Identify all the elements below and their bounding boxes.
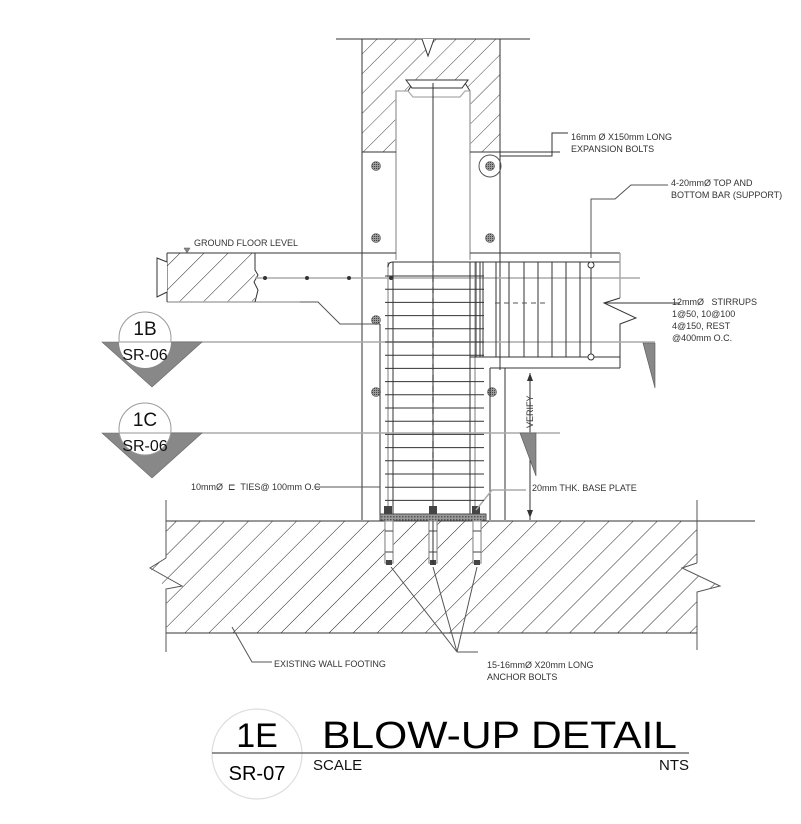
- top-bottom-bar-label-1: 4-20mmØ TOP AND: [671, 178, 753, 188]
- verify-label: VERIFY: [525, 395, 535, 428]
- anchor-bolts-label-2: ANCHOR BOLTS: [487, 672, 557, 682]
- ground-floor-level-label: GROUND FLOOR LEVEL: [194, 238, 298, 248]
- stirrups-label-1: 12mmØ STIRRUPS: [672, 297, 757, 307]
- drawing-title: BLOW-UP DETAIL: [322, 715, 677, 757]
- scale-value: NTS: [659, 757, 689, 774]
- column-ties: [387, 261, 476, 515]
- section-1c-sheet: SR-06: [122, 438, 167, 455]
- verify-marker: [519, 432, 537, 477]
- anchor-bolts-label-1: 15-16mmØ X20mm LONG: [487, 660, 594, 670]
- expansion-bolts-label-1: 16mm Ø X150mm LONG: [571, 132, 672, 142]
- title-block: 1E SR-07 BLOW-UP DETAIL SCALE NTS: [211, 708, 689, 800]
- detail-tag-number: 1E: [236, 717, 278, 755]
- ties-label: 10mmØ ⊏ TIES@ 100mm O.C: [191, 482, 321, 492]
- section-1b-sheet: SR-06: [122, 347, 167, 364]
- stirrups-label-4: @400mm O.C.: [672, 333, 732, 343]
- expansion-bolts-label-2: EXPANSION BOLTS: [571, 144, 654, 154]
- section-marker-1c[interactable]: 1C SR-06: [101, 402, 203, 479]
- ground-floor-slab: [156, 247, 640, 520]
- stirrups-label-3: 4@150, REST: [672, 321, 731, 331]
- section-1b-number: 1B: [133, 319, 156, 340]
- wall-footing-label: EXISTING WALL FOOTING: [274, 659, 386, 669]
- top-bottom-bar-label-2: BOTTOM BAR (SUPPORT): [671, 190, 782, 200]
- existing-wall-footing: [149, 500, 755, 652]
- section-1c-number: 1C: [133, 410, 157, 431]
- section-marker-1b[interactable]: 1B SR-06: [101, 311, 203, 388]
- steel-column: [361, 83, 620, 520]
- leader-lines: [231, 132, 668, 663]
- detail-tag-circle: [211, 708, 303, 800]
- detail-tag-sheet: SR-07: [229, 763, 286, 785]
- upper-wall: [336, 38, 530, 153]
- scale-label: SCALE: [313, 757, 362, 774]
- stirrups-label-2: 1@50, 10@100: [672, 309, 735, 319]
- base-plate-label: 20mm THK. BASE PLATE: [532, 483, 637, 493]
